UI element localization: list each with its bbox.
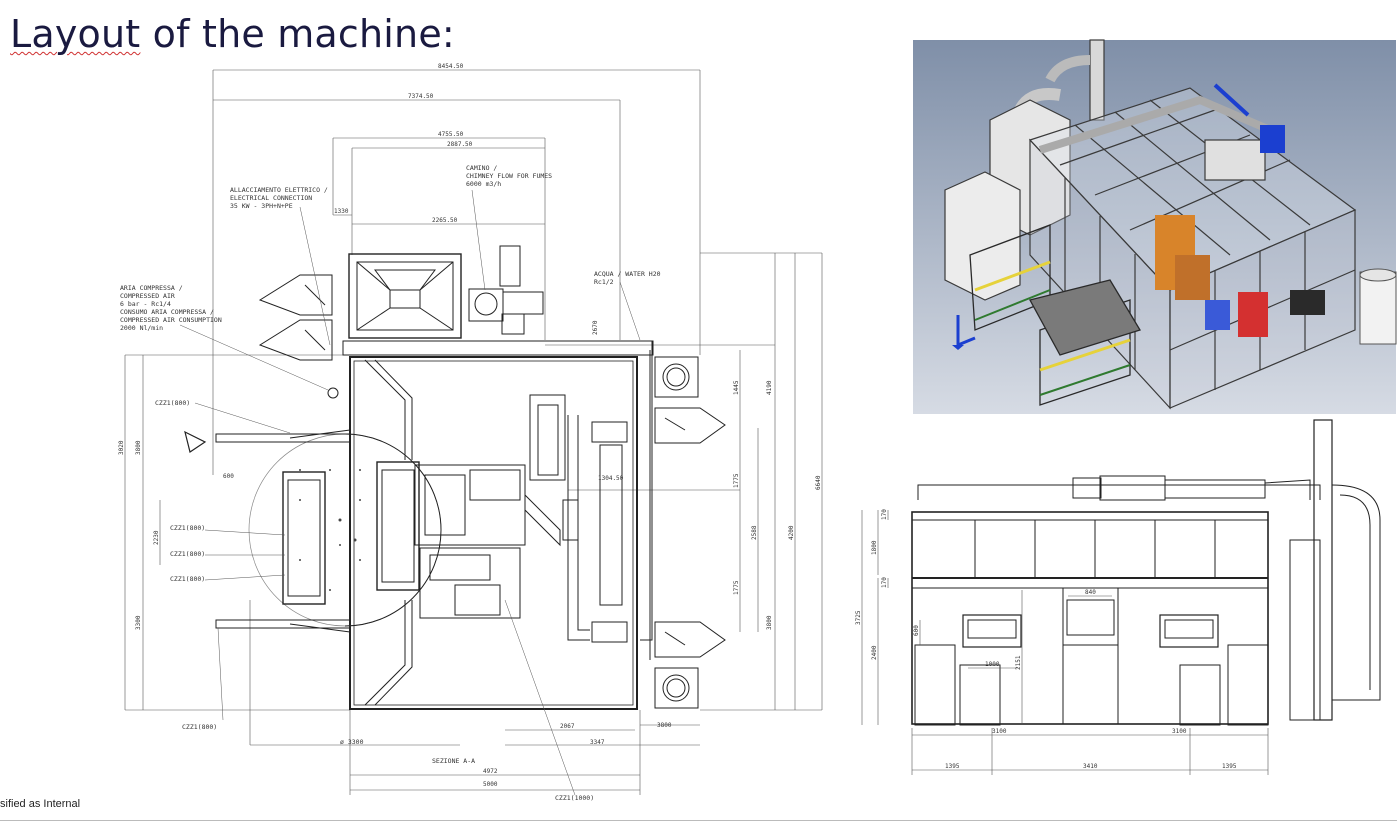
dim-2265: 2265.50: [432, 217, 458, 224]
dim-4755: 4755.50: [438, 131, 464, 138]
electrical-note-1: ALLACCIAMENTO ELETTRICO /: [230, 186, 328, 194]
dim-7374: 7374.50: [408, 93, 434, 100]
callout-5: CZZ1(800): [182, 723, 217, 731]
dim-2588: 2588: [751, 525, 758, 540]
dim-4200: 4200: [788, 525, 795, 540]
dim-3800v: 3800: [766, 615, 773, 630]
dim-3300: 3300: [135, 615, 142, 630]
dim-1775: 1775: [733, 473, 740, 488]
water-note-2: Rc1/2: [594, 278, 614, 286]
callout-4: CZZ1(800): [170, 575, 205, 583]
footer-divider: [0, 820, 1397, 821]
classification-footer: sified as Internal: [0, 798, 81, 810]
chimney-note-1: CAMINO /: [466, 164, 497, 172]
dim-4190: 4190: [766, 380, 773, 395]
air-note-2: COMPRESSED AIR: [120, 292, 175, 300]
dim-2067: 2067: [560, 723, 575, 730]
dim-1330: 1330: [334, 208, 349, 215]
dim-3800l: 3800: [135, 440, 142, 455]
dim-3347: 3347: [590, 739, 605, 746]
dim-8454: 8454.50: [438, 63, 464, 70]
dim-3800: 3800: [657, 722, 672, 729]
air-note-4: CONSUMO ARIA COMPRESSA /: [120, 308, 214, 316]
dim-2670: 2670: [592, 320, 599, 335]
dim-1775b: 1775: [733, 580, 740, 595]
dim-3020: 3020: [118, 440, 125, 455]
dim-2887: 2887.50: [447, 141, 473, 148]
dim-1304: 1304.50: [598, 475, 624, 482]
water-note-1: ACQUA / WATER H20: [594, 270, 661, 278]
dim-2230: 2230: [153, 530, 160, 545]
air-note-3: 6 bar - Rc1/4: [120, 300, 171, 308]
air-note-5: COMPRESSED AIR CONSUMPTION: [120, 316, 222, 324]
chimney-note-3: 6000 m3/h: [466, 180, 501, 188]
callout-3: CZZ1(800): [170, 550, 205, 558]
page-title: Layout of the machine:: [10, 12, 455, 56]
callout-1: CZZ1(800): [155, 399, 190, 407]
callout-2: CZZ1(800): [170, 524, 205, 532]
dim-600: 600: [223, 473, 234, 480]
callout-6: CZZ1(1000): [555, 794, 594, 802]
dim-5000: 5000: [483, 781, 498, 788]
section-label: SEZIONE A-A: [432, 757, 475, 765]
chimney-note-2: CHIMNEY FLOW FOR FUMES: [466, 172, 552, 180]
air-note-1: ARIA COMPRESSA /: [120, 284, 183, 292]
dim-1445: 1445: [733, 380, 740, 395]
air-note-6: 2000 Nl/min: [120, 324, 163, 332]
electrical-note-3: 35 KW - 3PH+N+PE: [230, 202, 293, 210]
dim-4972: 4972: [483, 768, 498, 775]
electrical-note-2: ELECTRICAL CONNECTION: [230, 194, 312, 202]
dim-6640: 6640: [815, 475, 822, 490]
diameter-label: ø 3300: [340, 738, 364, 746]
